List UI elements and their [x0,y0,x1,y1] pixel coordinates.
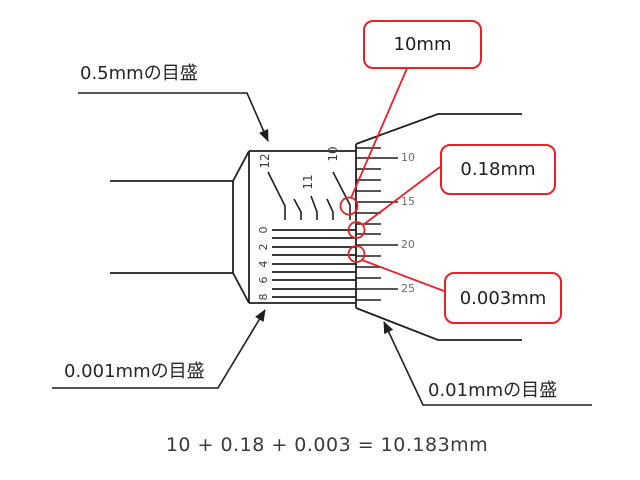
callout-0.003mm: 0.003mm [444,272,562,324]
sleeve-number-10: 10 [326,146,340,162]
red-leader-thimble-scale [362,166,441,226]
thimble-number-15: 15 [401,195,415,208]
highlight-circle-vernier-scale [347,245,366,263]
sleeve-number-11: 11 [301,174,315,190]
label-half-mm-scale: 0.5mmの目盛 [80,63,198,84]
label-thousandth-mm-scale: 0.001mmの目盛 [64,361,205,382]
thimble-number-25: 25 [401,282,415,295]
red-annotations [339,65,445,292]
callout-10mm: 10mm [363,20,482,69]
leader-hundredth-mm [383,321,592,406]
leader-half-mm [78,92,269,142]
red-leader-vernier-scale [361,259,445,292]
callout-0.18mm-label: 0.18mm [460,159,536,180]
callout-0.003mm-label: 0.003mm [459,287,547,309]
red-leader-main-scale [350,65,409,199]
callout-0.18mm: 0.18mm [440,144,556,195]
reading-formula: 10 + 0.18 + 0.003 = 10.183mm [165,434,489,456]
thimble-number-20: 20 [401,238,415,251]
thimble-number-10: 10 [401,151,415,164]
highlight-circle-thimble-scale [347,221,366,239]
vernier-scale-lines [272,229,356,298]
sleeve-mm-marks [267,171,351,220]
leader-thousandth-mm [52,309,266,389]
callout-10mm-label: 10mm [393,34,452,55]
label-hundredth-mm-scale: 0.01mmの目盛 [428,380,558,401]
sleeve-outline [248,150,356,304]
thimble-ticks [356,147,398,301]
highlight-circle-main-scale [339,196,359,216]
leader-lines [52,92,592,406]
sleeve-number-12: 12 [258,153,272,169]
spindle-lines [110,150,250,304]
vernier-number-8: 8 [256,293,270,301]
